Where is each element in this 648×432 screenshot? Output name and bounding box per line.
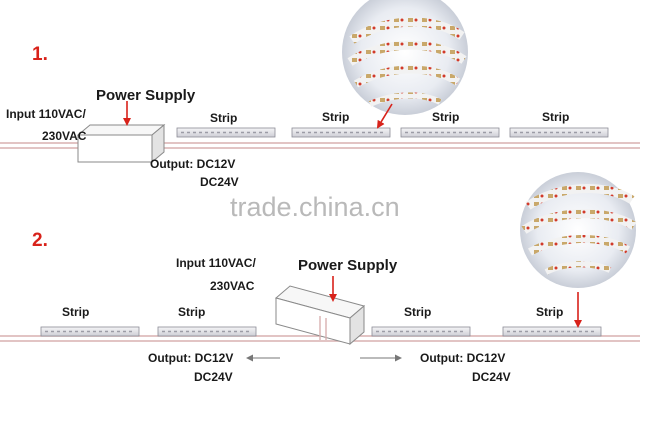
diagram-2-output-left-line2: DC24V [194, 370, 233, 384]
diagram-2-input-line2: 230VAC [210, 279, 255, 293]
diagram-2-strip-2: Strip [157, 305, 257, 337]
diagram-2-led-strip-photo [520, 172, 637, 288]
diagram-2-strip-1-label: Strip [62, 305, 89, 319]
diagram-1-power-supply-unit [76, 123, 166, 164]
diagram-2-strip-1: Strip [40, 305, 140, 337]
diagram-1-power-supply-label: Power Supply [96, 87, 196, 104]
diagram-1-input-line1: Input 110VAC/ [6, 107, 86, 121]
diagram-1-output-line1: Output: DC12V [150, 157, 235, 171]
diagram-2-strip-3-label: Strip [404, 305, 431, 319]
diagram-1-input-line2: 230VAC [42, 129, 87, 143]
diagram-2-power-supply-label: Power Supply [298, 257, 398, 274]
diagram-2: 2. Power Supply Input 110VAC/ 230VAC Out… [0, 172, 640, 384]
diagram-1-strip-2: Strip [291, 110, 391, 138]
diagram-1-strip-3-label: Strip [432, 110, 459, 124]
diagram-1-strip-4-label: Strip [542, 110, 569, 124]
diagram-1-photo-arrow [376, 103, 393, 129]
diagram-1-strip-3: Strip [400, 110, 500, 138]
diagram-2-output-right-line2: DC24V [472, 370, 511, 384]
diagram-2-input-line1: Input 110VAC/ [176, 256, 256, 270]
diagram-1-number: 1. [32, 44, 48, 65]
diagram-1-strip-2-label: Strip [322, 110, 349, 124]
diagram-2-strip-4: Strip [502, 305, 602, 337]
diagram-2-strip-4-label: Strip [536, 305, 563, 319]
diagram-1-output-line2: DC24V [200, 175, 239, 189]
diagram-2-output-right-line1: Output: DC12V [420, 351, 505, 365]
diagram-2-strip-3: Strip [371, 305, 471, 337]
diagram-2-power-supply-unit [274, 285, 366, 346]
diagram-2-output-left-line1: Output: DC12V [148, 351, 233, 365]
diagram-1-strip-1: Strip [176, 111, 276, 138]
diagram-1-led-strip-photo [342, 0, 468, 115]
diagram-1: 1. Power Supply Input 110VAC/ 230VAC Out… [0, 0, 640, 189]
diagram-2-number: 2. [32, 230, 48, 251]
diagram-1-strip-1-label: Strip [210, 111, 237, 125]
diagram-2-strip-2-label: Strip [178, 305, 205, 319]
diagram-1-strip-4: Strip [509, 110, 609, 138]
watermark-text: trade.china.cn [230, 192, 400, 222]
